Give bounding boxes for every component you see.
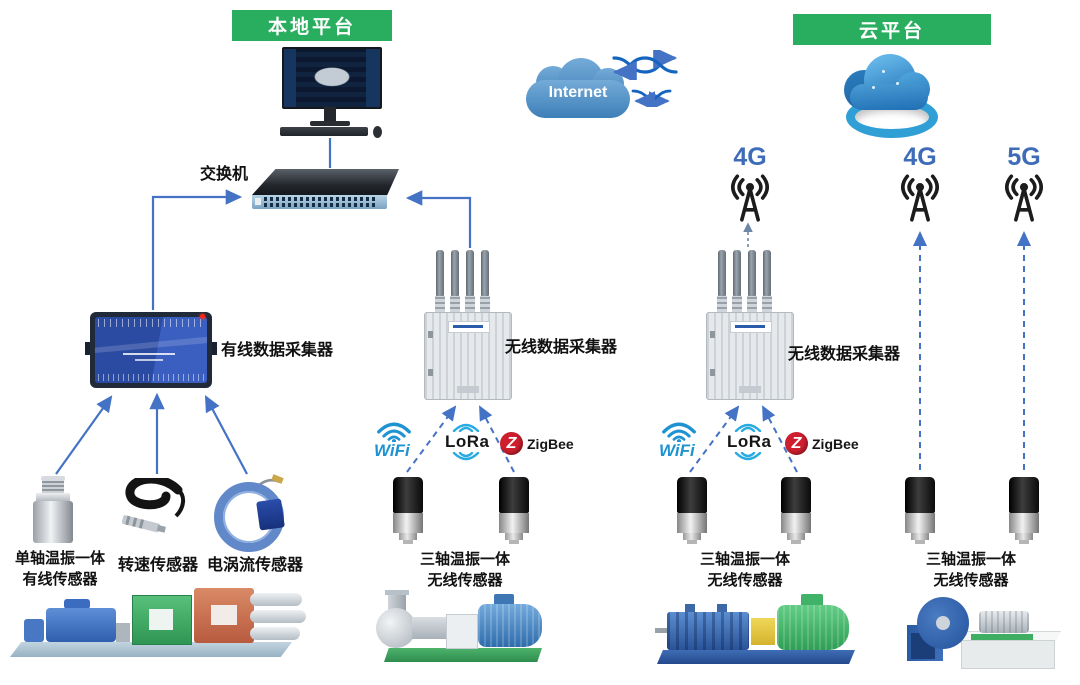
local-platform-label: 本地平台 <box>267 17 356 38</box>
dash-rightsensor2-collector <box>762 405 798 473</box>
lora-arcs-icon <box>734 423 762 432</box>
zigbee-logo-right: Z ZigBee <box>785 432 863 456</box>
status-led <box>200 314 205 319</box>
workstation-computer <box>280 47 384 139</box>
wireless-sensor <box>499 477 529 545</box>
lora-arcs-icon <box>734 452 762 461</box>
collector-enclosure <box>706 312 794 400</box>
wireless-collector-right-label: 无线数据采集器 <box>788 346 901 363</box>
eddy-current-sensor <box>212 474 294 552</box>
dash-midsensor1-collector <box>406 405 457 473</box>
wireless-data-collector-mid <box>424 250 512 400</box>
triaxial-sensor-label-far: 三轴温振一体 无线传感器 <box>925 551 1016 589</box>
data-exchange-icon <box>612 50 678 80</box>
line-wiredcollector-switch <box>151 189 243 310</box>
cloud-platform-banner: 云平台 <box>793 14 991 45</box>
single-axis-sensor-label: 单轴温振一体 有线传感器 <box>14 550 105 588</box>
antenna-5g: 5G <box>992 143 1056 229</box>
wireless-sensor <box>905 477 935 545</box>
triaxial-sensor-label-right: 三轴温振一体 无线传感器 <box>699 551 790 589</box>
antenna-4g-1-label: 4G <box>733 143 767 171</box>
zigbee-icon: Z <box>785 432 808 455</box>
line-sensor3-wiredcollector <box>204 395 248 475</box>
internet-cloud: Internet <box>526 58 630 120</box>
wireless-sensor <box>393 477 423 545</box>
machine-compressor-skid <box>10 585 306 675</box>
network-switch <box>252 169 399 210</box>
switch-top-face <box>252 169 399 195</box>
single-axis-wired-sensor <box>32 476 74 544</box>
machine-multistage-pump <box>655 592 860 674</box>
lora-logo-mid: LoRa <box>440 422 492 464</box>
zigbee-logo-mid: Z ZigBee <box>500 432 578 456</box>
collector-antenna <box>451 250 459 296</box>
zigbee-label: ZigBee <box>812 436 859 452</box>
wifi-icon <box>662 422 696 442</box>
wireless-sensor <box>1009 477 1039 545</box>
switch-ports <box>264 203 376 207</box>
antenna-4g-2-label: 4G <box>903 143 937 171</box>
collector-antenna <box>748 250 756 296</box>
data-exchange-icon-small <box>631 89 672 107</box>
dash-rightsensor1-collector <box>689 405 740 473</box>
speed-sensor-label: 转速传感器 <box>118 557 199 574</box>
antenna-5g-label: 5G <box>1007 143 1041 171</box>
monitor-stand <box>324 107 336 122</box>
wifi-logo-mid: WiFi <box>366 420 422 460</box>
eddy-sensor-label: 电涡流传感器 <box>207 557 304 574</box>
collector-enclosure <box>424 312 512 400</box>
switch-label: 交换机 <box>200 166 249 183</box>
antenna-4g-2: 4G <box>888 143 952 229</box>
collector-antenna <box>718 250 726 296</box>
wireless-sensor <box>677 477 707 545</box>
lora-arcs-icon <box>452 452 480 461</box>
cell-tower-icon <box>900 174 940 222</box>
internet-label: Internet <box>548 84 608 101</box>
wireless-collector-mid-label: 无线数据采集器 <box>505 339 618 356</box>
local-platform-banner: 本地平台 <box>232 10 392 41</box>
wifi-logo-right: WiFi <box>651 420 707 460</box>
antenna-4g-1: 4G <box>718 143 782 229</box>
wifi-icon <box>377 422 411 442</box>
cell-tower-icon <box>1004 174 1044 222</box>
wireless-data-collector-right <box>706 250 794 400</box>
wifi-label: WiFi <box>374 441 410 460</box>
monitor-base <box>310 121 350 126</box>
monitor-screen <box>282 47 382 109</box>
collector-antenna <box>733 250 741 296</box>
wired-data-collector <box>85 312 217 388</box>
collector-antenna <box>466 250 474 296</box>
mouse <box>373 126 382 138</box>
speed-sensor <box>118 474 192 540</box>
lora-arcs-icon <box>452 423 480 432</box>
cloud-platform-icon <box>838 52 942 138</box>
cloud-platform-label: 云平台 <box>858 21 925 42</box>
collector-antenna <box>763 250 771 296</box>
dash-midsensor2-collector <box>479 405 515 473</box>
wifi-label: WiFi <box>659 441 695 460</box>
lora-label: LoRa <box>445 432 490 451</box>
line-midcollector-switch <box>405 190 472 248</box>
collector-antenna <box>481 250 489 296</box>
switch-ports <box>264 197 376 201</box>
keyboard <box>280 127 368 136</box>
cell-tower-icon <box>730 174 770 222</box>
triaxial-sensor-label-mid: 三轴温振一体 无线传感器 <box>419 551 510 589</box>
wireless-sensor <box>781 477 811 545</box>
zigbee-label: ZigBee <box>527 436 574 452</box>
switch-front-face <box>252 195 387 209</box>
line-sensor1-wiredcollector <box>55 395 113 475</box>
zigbee-icon: Z <box>500 432 523 455</box>
lora-label: LoRa <box>727 432 772 451</box>
machine-blower <box>905 593 1065 677</box>
machine-pump-blue-motor <box>372 590 547 672</box>
wired-collector-label: 有线数据采集器 <box>221 342 334 359</box>
collector-antenna <box>436 250 444 296</box>
lora-logo-right: LoRa <box>722 422 774 464</box>
